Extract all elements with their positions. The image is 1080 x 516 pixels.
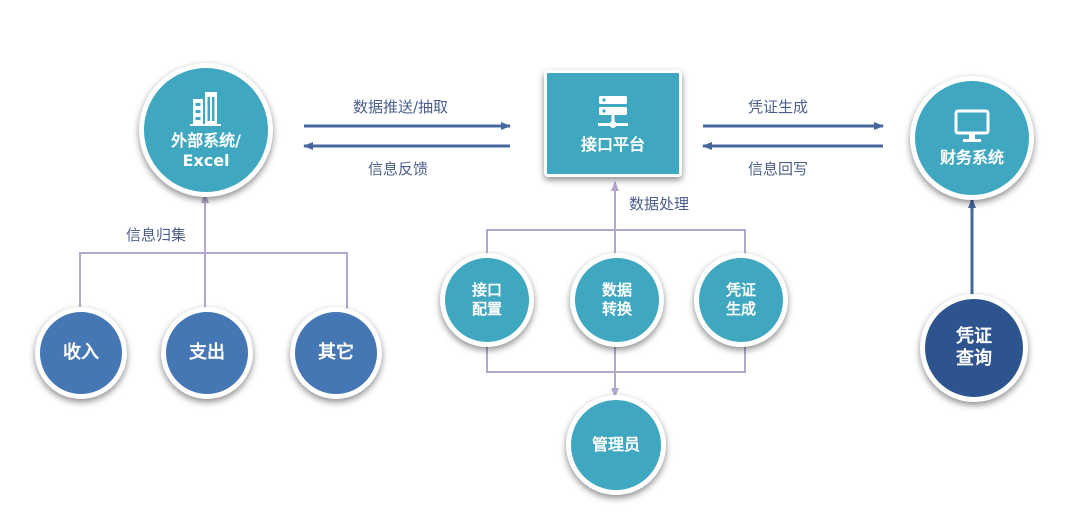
collect-bracket (79, 252, 348, 312)
processing-label: 数据处理 (629, 195, 690, 213)
monitor-icon (954, 109, 990, 142)
writeback-label: 信息回写 (748, 160, 809, 178)
external-system-label-1: 外部系统/ (171, 131, 241, 150)
push-label: 数据推送/抽取 (353, 98, 449, 116)
interface-platform-node: 接口平台 (544, 70, 682, 177)
data-conversion-label-2: 转换 (601, 300, 632, 318)
voucher-generation-label-1: 凭证 (725, 281, 756, 299)
other-node: 其它 (290, 307, 382, 399)
voucher-query-label-2: 查询 (956, 348, 992, 369)
data-conversion-node: 数据 转换 (570, 253, 664, 347)
interface-config-label-2: 配置 (471, 300, 502, 318)
interface-config-label-1: 接口 (471, 281, 502, 299)
voucher-generation-label-2: 生成 (725, 300, 756, 318)
data-conversion-label-1: 数据 (601, 281, 632, 299)
income-node: 收入 (35, 307, 127, 399)
feedback-label: 信息反馈 (368, 160, 429, 178)
external-system-node: 外部系统/ Excel (139, 63, 273, 197)
finance-system-node: 财务系统 (910, 76, 1034, 200)
building-icon (190, 92, 221, 126)
other-label: 其它 (318, 342, 354, 363)
voucher-query-node: 凭证 查询 (920, 294, 1028, 402)
interface-config-node: 接口 配置 (440, 253, 534, 347)
interface-platform-label: 接口平台 (580, 134, 645, 154)
server-icon (598, 95, 628, 128)
administrator-node: 管理员 (566, 395, 666, 495)
expense-node: 支出 (161, 307, 253, 399)
external-system-label-2: Excel (182, 151, 230, 170)
voucher-generation-node: 凭证 生成 (694, 253, 788, 347)
voucher-gen-label: 凭证生成 (748, 98, 809, 116)
finance-system-label: 财务系统 (939, 148, 1004, 167)
income-label: 收入 (63, 342, 99, 363)
voucher-query-label-1: 凭证 (956, 326, 992, 347)
administrator-label: 管理员 (591, 435, 640, 454)
collect-label: 信息归集 (126, 226, 187, 244)
expense-label: 支出 (189, 342, 225, 363)
